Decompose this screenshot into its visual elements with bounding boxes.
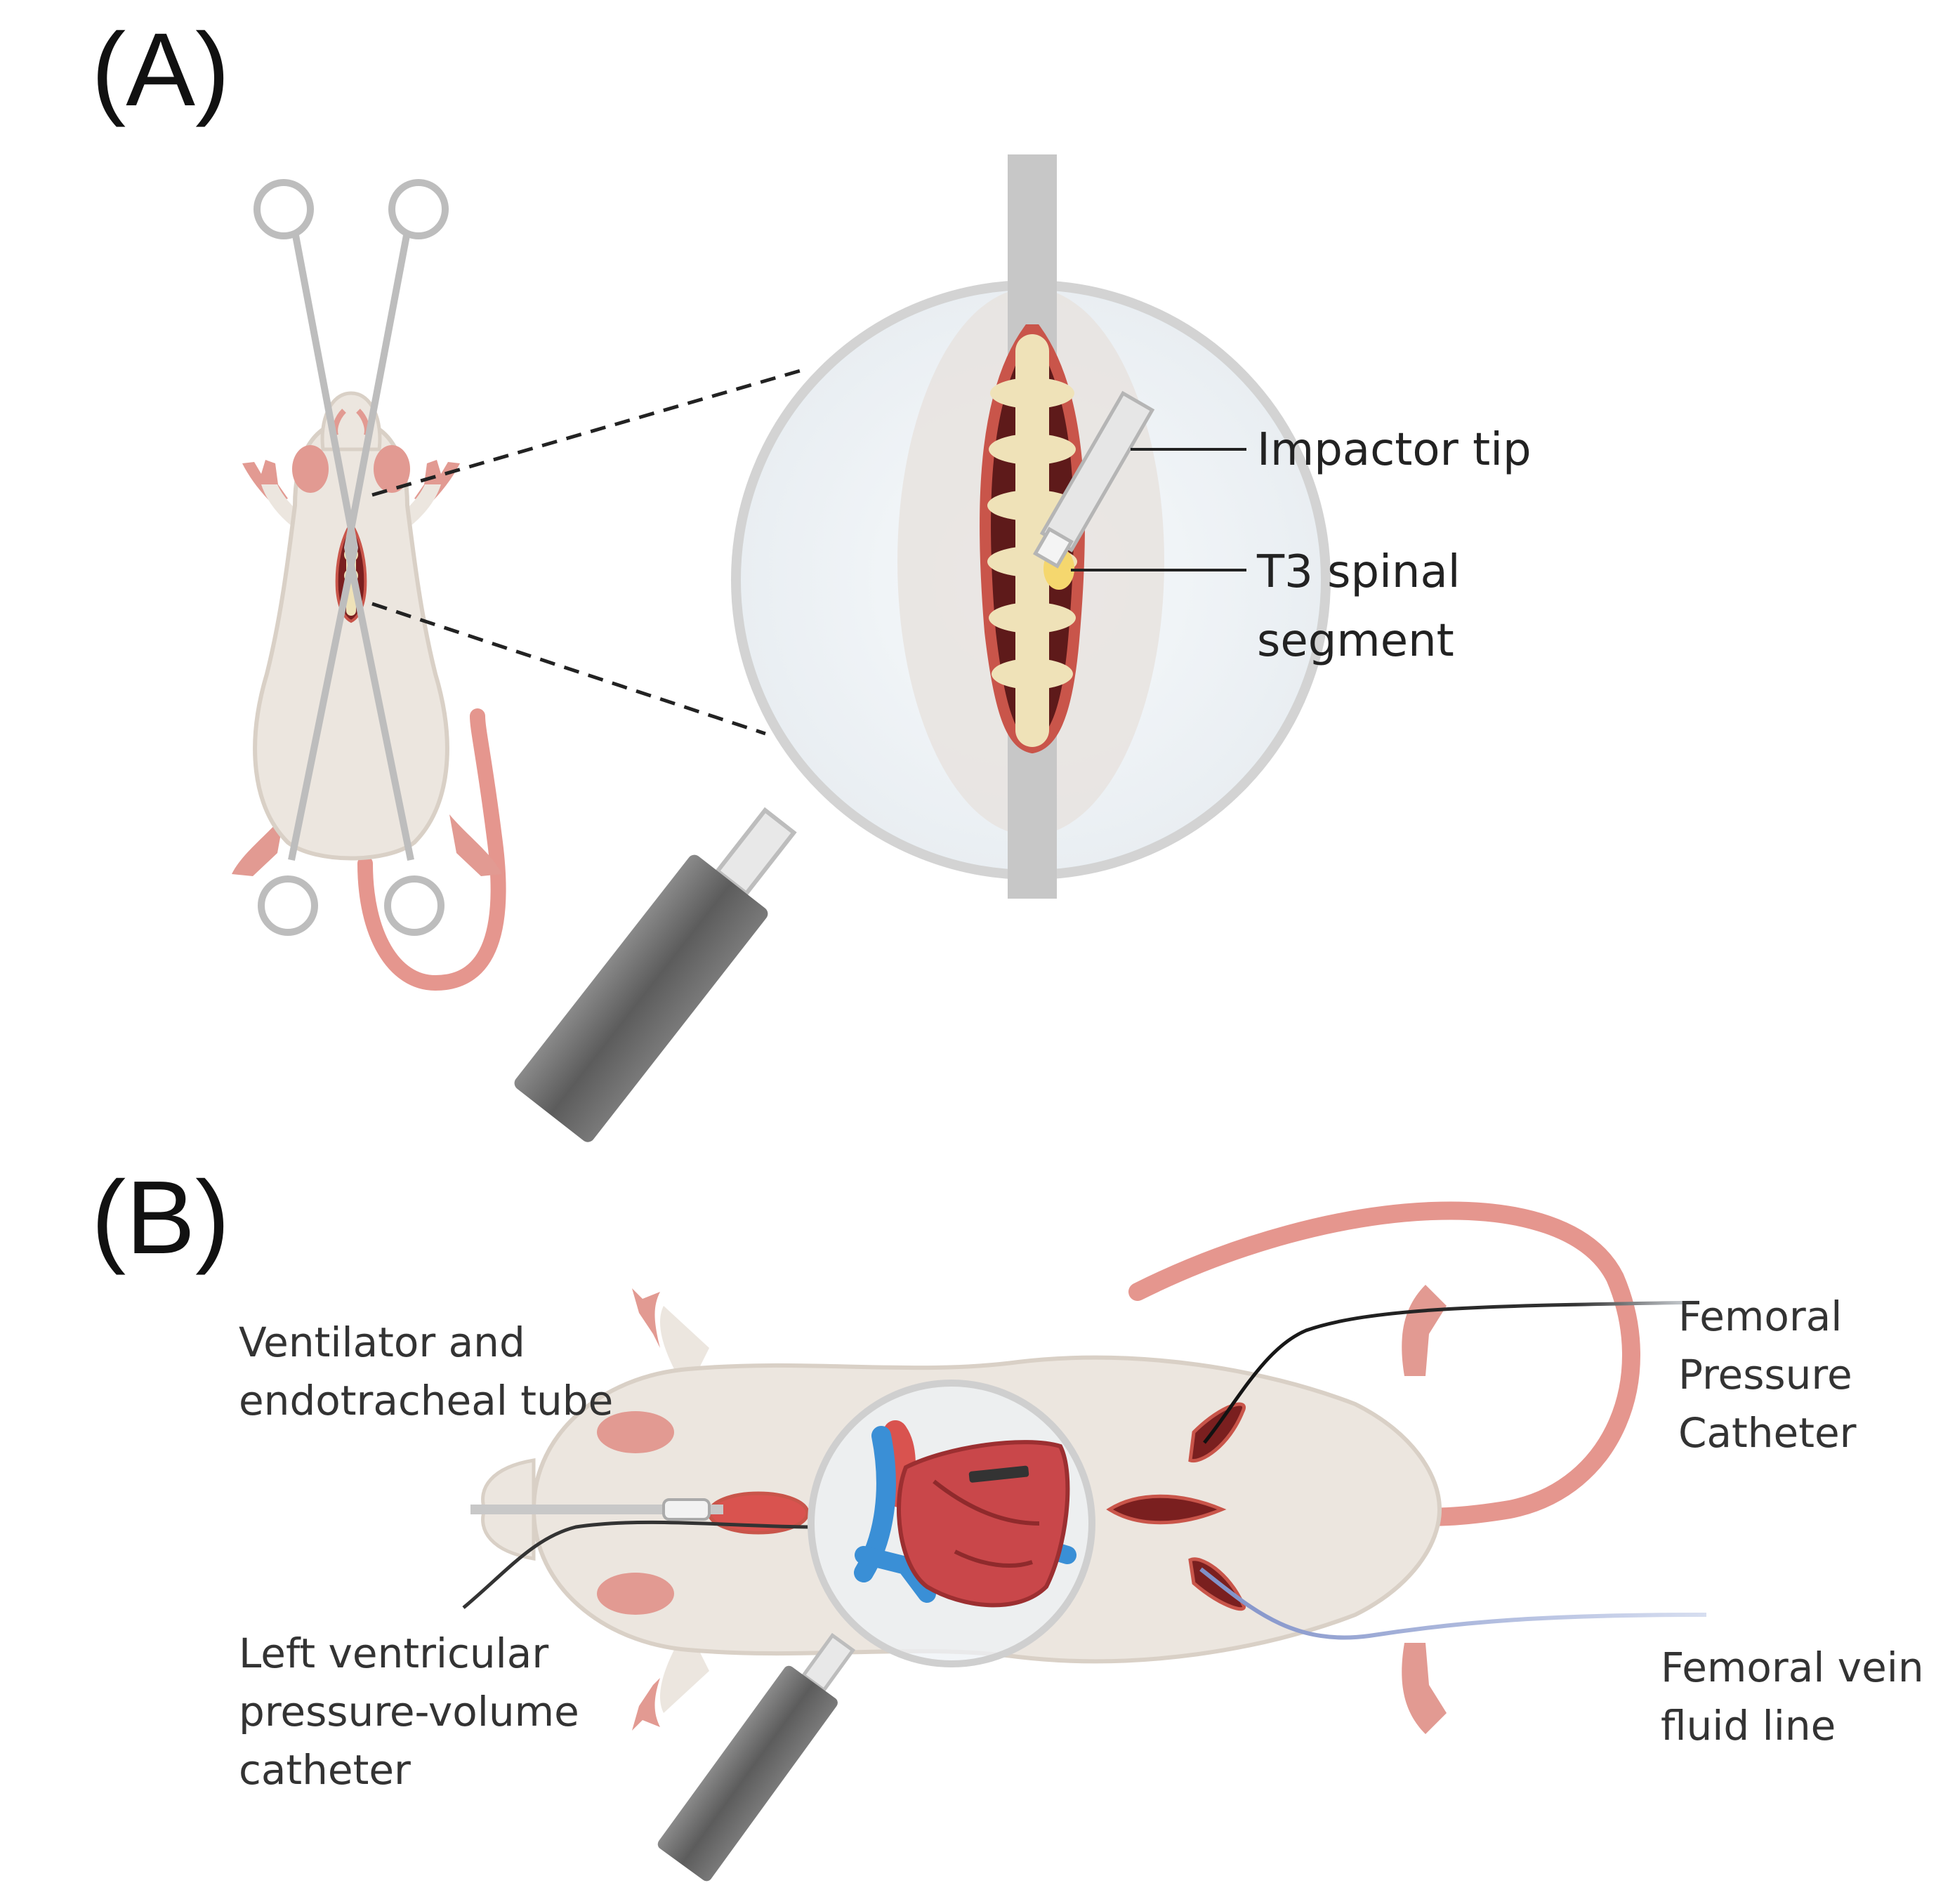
rat-b-tail [1128, 1201, 1640, 1526]
magnifier-a-handle [514, 807, 797, 1142]
rat-b-front-paw-top [632, 1288, 660, 1348]
left-ear [292, 445, 329, 493]
panel-a-label: (A) [91, 12, 230, 128]
femoral-incision-top [1188, 1402, 1246, 1463]
rat-body [253, 418, 449, 861]
rat-tail [357, 708, 506, 991]
panel-a-callout-lines [1071, 448, 1246, 571]
femoral-pressure-catheter [1203, 1300, 1700, 1444]
ventilator-label-line2: endotracheal tube [239, 1377, 613, 1424]
impactor-tip-label: Impactor tip [1257, 424, 1532, 476]
magnifier-b [657, 1380, 1095, 1882]
catheters-and-tubes [462, 1300, 1707, 1640]
forceps-ring [253, 179, 314, 239]
lv-catheter-label-line2: pressure-volume [239, 1688, 579, 1736]
ventilator-label-line1: Ventilator and [239, 1318, 525, 1366]
lv-catheter-label-line1: Left ventricular [239, 1629, 548, 1677]
t3-spinal-segment-label-line2: segment [1257, 615, 1454, 667]
heart-body [897, 1440, 1070, 1608]
rat-b-hind-paw-top [1402, 1285, 1447, 1376]
magnifier-b-handle [657, 1632, 856, 1882]
hind-right-foot [449, 814, 502, 876]
femoral-pressure-label-line2: Pressure [1678, 1351, 1852, 1399]
lv-catheter-line [462, 1520, 815, 1609]
femoral-pressure-label-line3: Catheter [1678, 1409, 1857, 1457]
forceps-ring [388, 179, 449, 239]
t3-spinal-segment-label-line1: T3 spinal [1256, 546, 1460, 598]
femoral-vein-fluid-line [1199, 1567, 1707, 1640]
forceps-retractor [253, 179, 449, 936]
femoral-vein-label-line2: fluid line [1661, 1702, 1836, 1750]
magnifier-a [514, 154, 1331, 1142]
hind-left-foot [232, 814, 284, 876]
rat-b-ear-bottom [597, 1573, 674, 1615]
forceps-ring [384, 875, 445, 936]
femoral-vein-label-line1: Femoral vein [1661, 1644, 1924, 1691]
panel-b-label: (B) [91, 1160, 230, 1276]
rat-b-ear-top [597, 1411, 674, 1453]
rat-b-hind-paw-bottom [1402, 1643, 1447, 1734]
right-ear [374, 445, 410, 493]
forceps-ring [258, 875, 318, 936]
rat-b-front-paw-bottom [632, 1678, 660, 1731]
zoom-indicator-lines [371, 366, 808, 736]
impactor-tip-illustration [1032, 390, 1155, 569]
zoomed-spinal-view [897, 154, 1164, 899]
rat-dorsal-illustration [232, 391, 506, 991]
pv-catheter-tip [968, 1465, 1029, 1483]
heart-illustration [854, 1420, 1076, 1608]
femoral-pressure-label-line1: Femoral [1678, 1293, 1842, 1340]
abdominal-incision [1106, 1494, 1227, 1525]
lv-catheter-label-line3: catheter [239, 1746, 411, 1794]
